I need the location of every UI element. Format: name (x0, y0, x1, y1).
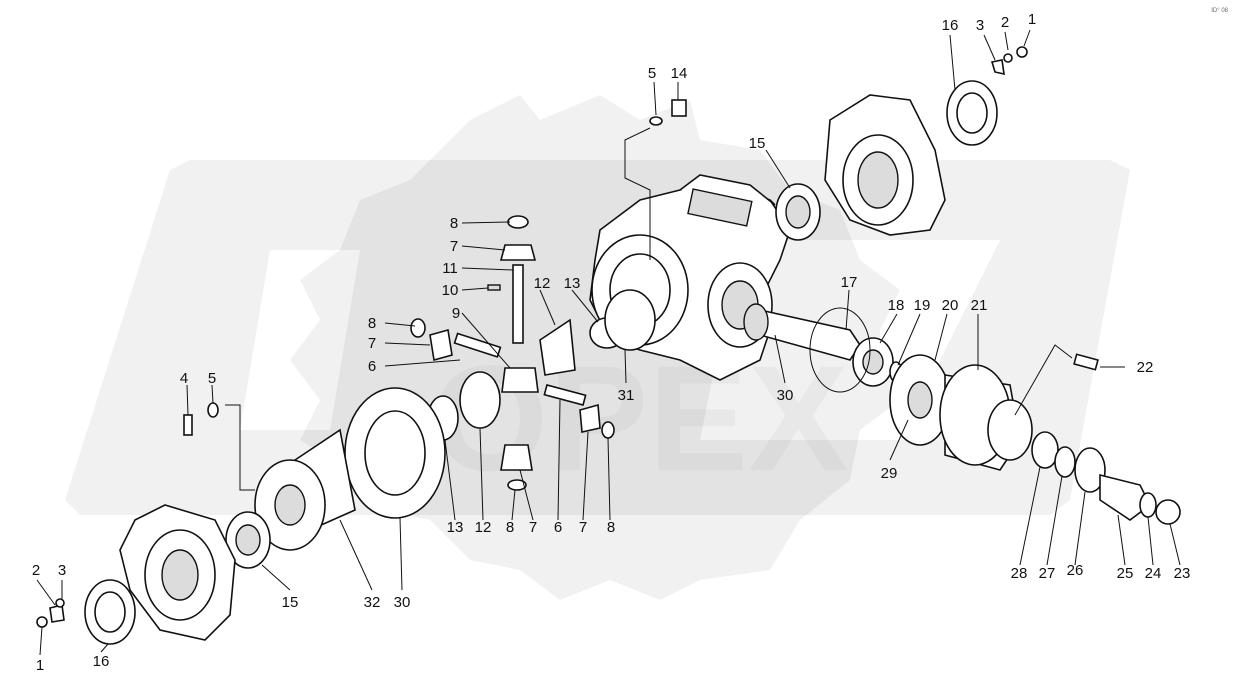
lock-plate-3-top (990, 59, 1005, 76)
seal-16-bottom-inner (94, 591, 126, 633)
yoke-25 (1099, 473, 1152, 521)
callout-label: 11 (442, 260, 458, 277)
lock-plate-3-bottom (49, 604, 65, 623)
bearing-15-top (775, 183, 821, 241)
callout-label: 20 (942, 297, 959, 314)
callout-labels: 16 3 2 1 5 14 15 8 7 11 10 12 13 17 18 1… (32, 11, 1191, 674)
callout-label: 9 (452, 305, 460, 322)
callout-label: 14 (671, 65, 688, 82)
callout-label: 16 (93, 653, 110, 670)
callout-label: 7 (529, 519, 537, 536)
callout-label: 13 (564, 275, 581, 292)
bolt-1-top (1016, 46, 1028, 58)
spider-9 (501, 367, 539, 393)
gear-31 (604, 289, 656, 351)
callout-label: 3 (976, 17, 984, 34)
gear-7-d (579, 403, 601, 433)
callout-label: 18 (888, 297, 905, 314)
washer-8-c (507, 479, 527, 491)
output-flange (889, 354, 1033, 471)
callout-label: 7 (579, 519, 587, 536)
washer-8-a (507, 215, 529, 229)
gear-7-a (499, 244, 537, 261)
gear-12-b (459, 371, 501, 429)
callout-label: 13 (447, 519, 464, 536)
callout-label: 5 (208, 370, 216, 387)
seal-28 (1031, 431, 1059, 469)
callout-label: 16 (942, 17, 959, 34)
gear-12-a (539, 318, 576, 376)
leader-lines (36, 29, 1181, 656)
callout-label: 8 (506, 519, 514, 536)
bolt-1-bottom (36, 616, 48, 628)
callout-label: 2 (32, 562, 40, 579)
callout-label: 26 (1067, 562, 1084, 579)
callout-label: 15 (282, 594, 299, 611)
callout-label: 29 (881, 465, 898, 482)
callout-label: 32 (364, 594, 381, 611)
callout-label: 22 (1137, 359, 1154, 376)
washer-8-d (601, 421, 615, 439)
callout-label: 6 (554, 519, 562, 536)
callout-label: 6 (368, 358, 376, 375)
ring-gear-carrier (254, 387, 446, 551)
callout-label: 30 (394, 594, 411, 611)
bearing-15-bottom-bore (235, 524, 261, 556)
callout-label: 21 (971, 297, 988, 314)
right-flange-cover (824, 94, 946, 236)
callout-label: 31 (618, 387, 635, 404)
callout-label: 25 (1117, 565, 1134, 582)
seal-16-top (946, 80, 998, 146)
left-flange-cover (119, 504, 236, 641)
callout-label: 17 (841, 274, 858, 291)
callout-label: 23 (1174, 565, 1191, 582)
callout-label: 24 (1145, 565, 1162, 582)
callout-label: 8 (450, 215, 458, 232)
callout-label: 27 (1039, 565, 1056, 582)
bolt-14 (671, 99, 687, 117)
washer-5-bottom (207, 402, 219, 418)
callout-label: 7 (368, 335, 376, 352)
pin-11 (512, 264, 524, 344)
callout-label: 12 (475, 519, 492, 536)
callout-label: 7 (450, 238, 458, 255)
callout-label: 2 (1001, 14, 1009, 31)
washer-8-b (410, 318, 426, 338)
callout-label: 15 (749, 135, 766, 152)
callout-label: 1 (1028, 11, 1036, 28)
watermark-logo: OPEX (65, 95, 1130, 600)
callout-label: 8 (368, 315, 376, 332)
washer-26 (1074, 447, 1106, 493)
shaft-6-b (543, 384, 587, 406)
corner-mark: ID° 08 (1211, 8, 1228, 14)
callout-label: 12 (534, 275, 551, 292)
pin-10 (487, 284, 501, 291)
washer-24 (1139, 492, 1157, 518)
input-pinion-shaft (743, 303, 894, 393)
bolt-22 (1073, 353, 1099, 371)
washer-2-bottom (55, 598, 65, 608)
shaft-6-a (453, 332, 502, 358)
callout-label: 1 (36, 657, 44, 674)
nut-23 (1155, 499, 1181, 525)
gear-7-c (500, 444, 533, 471)
bolt-4 (183, 414, 193, 436)
gear-7-b (429, 328, 453, 362)
callout-label: 3 (58, 562, 66, 579)
callout-label: 19 (914, 297, 931, 314)
ring-27 (1054, 446, 1076, 478)
callout-label: 5 (648, 65, 656, 82)
washer-2-top (1003, 53, 1013, 63)
callout-label: 28 (1011, 565, 1028, 582)
callout-label: 8 (607, 519, 615, 536)
callout-label: 4 (180, 370, 188, 387)
washer-5-top (649, 116, 663, 126)
callout-label: 10 (442, 282, 459, 299)
callout-label: 30 (777, 387, 794, 404)
